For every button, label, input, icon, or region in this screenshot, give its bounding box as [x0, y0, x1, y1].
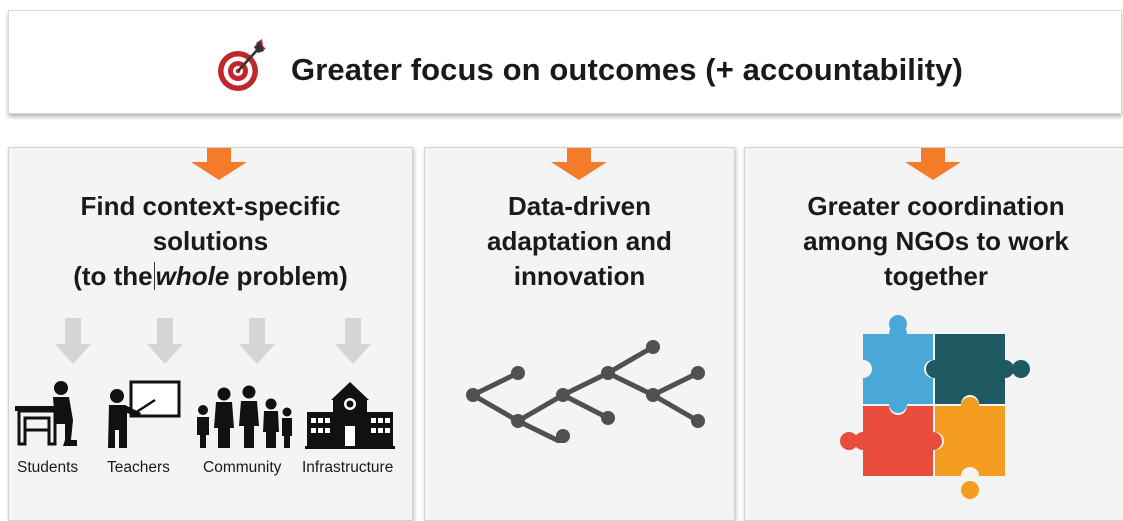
sub-label-students: Students	[17, 459, 79, 476]
down-arrow-icon	[239, 318, 275, 364]
text-cursor	[153, 262, 155, 290]
school-building-icon	[305, 382, 395, 449]
column-title: Greater coordination among NGOs to work …	[747, 189, 1123, 294]
column-ngo-coordination: Greater coordination among NGOs to work …	[744, 147, 1123, 521]
target-icon	[218, 39, 266, 91]
title-line: Find context-specific	[80, 191, 341, 221]
header-box: Greater focus on outcomes (+ accountabil…	[8, 10, 1122, 114]
puzzle-icon	[840, 315, 1030, 499]
teacher-board-icon	[108, 380, 181, 448]
down-arrow-icon	[147, 318, 183, 364]
down-arrow-icon	[551, 148, 607, 180]
down-arrow-icon	[905, 148, 961, 180]
title-line: among NGOs to work	[803, 226, 1069, 256]
title-line: Data-driven	[507, 191, 652, 221]
network-graph-icon	[466, 340, 705, 443]
sub-label-teachers: Teachers	[107, 459, 170, 476]
down-arrow-icon	[191, 148, 247, 180]
title-line: together	[884, 261, 988, 291]
title-line: Greater coordination	[807, 191, 1065, 221]
column-data-driven: Data-driven adaptation and innovation	[424, 147, 735, 521]
family-icon	[197, 385, 292, 448]
sub-label-infrastructure: Infrastructure	[302, 459, 394, 476]
title-line: solutions	[152, 226, 269, 256]
title-emphasis: whole	[155, 261, 230, 291]
student-desk-icon	[15, 381, 77, 446]
title-text: (to the	[73, 261, 153, 291]
sub-label-community: Community	[203, 459, 282, 476]
column-title: Data-driven adaptation and innovation	[425, 189, 734, 294]
down-arrow-icon	[55, 318, 91, 364]
header-title: Greater focus on outcomes (+ accountabil…	[291, 52, 963, 87]
title-text: problem)	[229, 261, 348, 291]
title-line: innovation	[513, 261, 646, 291]
title-line: adaptation and	[487, 226, 672, 256]
down-arrow-icon	[335, 318, 371, 364]
